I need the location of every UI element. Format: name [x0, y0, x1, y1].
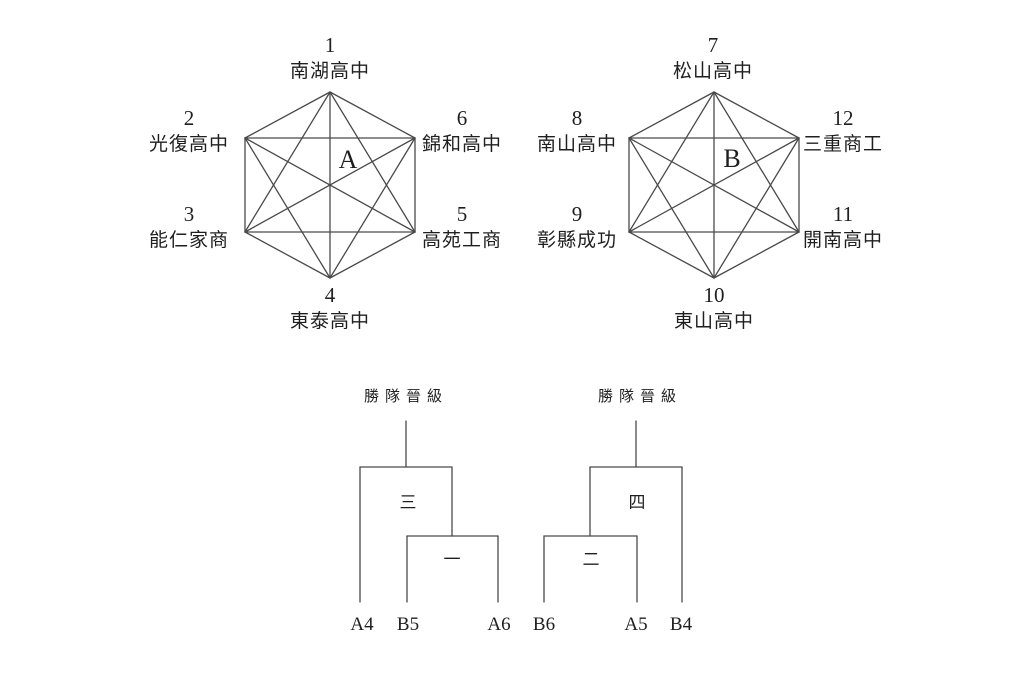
bracket-2-semifinal-number: 四: [628, 493, 646, 512]
team-1-label: 1 南湖高中: [290, 34, 370, 82]
round-robin-edge: [713, 137, 800, 279]
team-8-label: 8 南山高中: [537, 107, 617, 155]
bracket-1-title: 勝隊晉級: [363, 389, 449, 405]
team-number: 2: [183, 106, 195, 130]
bracket-1-slot-b5: B5: [396, 614, 420, 635]
round-robin-edge: [244, 231, 331, 279]
group-a-round-robin-graph: [244, 91, 416, 279]
team-name: 光復高中: [148, 134, 230, 155]
team-name: 能仁家商: [148, 230, 230, 251]
round-robin-edge: [628, 137, 800, 233]
bracket-1-slot-a4: A4: [350, 614, 374, 635]
team-6-label: 6 錦和高中: [422, 107, 502, 155]
team-9-label: 9 彰縣成功: [537, 203, 617, 251]
round-robin-edge: [628, 91, 715, 139]
team-number: 3: [183, 202, 195, 226]
team-12-label: 12 三重商工: [803, 107, 883, 155]
team-name: 彰縣成功: [536, 230, 618, 251]
round-robin-edge: [244, 91, 331, 139]
team-7-label: 7 松山高中: [673, 34, 753, 82]
bracket-1-slot-a6: A6: [487, 614, 511, 635]
bracket-2-title: 勝隊晉級: [597, 389, 683, 405]
team-11-label: 11 開南高中: [803, 203, 883, 251]
team-name: 東泰高中: [289, 311, 371, 332]
team-number: 9: [571, 202, 583, 226]
team-name: 高苑工商: [421, 230, 503, 251]
round-robin-edge: [713, 91, 800, 139]
team-number: 8: [571, 106, 583, 130]
team-name: 松山高中: [672, 61, 754, 82]
team-2-label: 2 光復高中: [149, 107, 229, 155]
bracket-2-slot-b6: B6: [532, 614, 556, 635]
team-name: 南湖高中: [289, 61, 371, 82]
team-name: 開南高中: [802, 230, 884, 251]
team-number: 5: [456, 202, 468, 226]
team-name: 三重商工: [802, 134, 884, 155]
team-name: 南山高中: [536, 134, 618, 155]
team-4-label: 4 東泰高中: [290, 284, 370, 332]
group-a-letter: A: [338, 145, 358, 174]
group-b-round-robin-graph: [628, 91, 800, 279]
team-number: 10: [703, 283, 725, 307]
team-number: 6: [456, 106, 468, 130]
bracket-2-firstround-number: 二: [582, 550, 600, 569]
team-number: 11: [832, 202, 854, 226]
round-robin-edge: [244, 137, 416, 233]
team-number: 7: [707, 33, 719, 57]
round-robin-edge: [628, 231, 715, 279]
bracket-2-slot-b4: B4: [669, 614, 693, 635]
round-robin-edge: [713, 231, 800, 279]
team-name: 東山高中: [673, 311, 755, 332]
bracket-1-firstround-number: 一: [443, 550, 461, 569]
team-number: 1: [324, 33, 336, 57]
team-name: 錦和高中: [421, 134, 503, 155]
group-b-letter: B: [723, 144, 741, 173]
team-number: 4: [324, 283, 336, 307]
bracket-2-slot-a5: A5: [624, 614, 648, 635]
bracket-1-semifinal-number: 三: [399, 493, 417, 512]
round-robin-edge: [329, 231, 416, 279]
team-3-label: 3 能仁家商: [149, 203, 229, 251]
bracket-1-lines: [359, 420, 499, 603]
round-robin-edge: [329, 91, 416, 139]
round-robin-edge: [329, 137, 416, 279]
team-10-label: 10 東山高中: [674, 284, 754, 332]
team-number: 12: [832, 106, 854, 130]
team-5-label: 5 高苑工商: [422, 203, 502, 251]
bracket-2-lines: [543, 420, 683, 603]
